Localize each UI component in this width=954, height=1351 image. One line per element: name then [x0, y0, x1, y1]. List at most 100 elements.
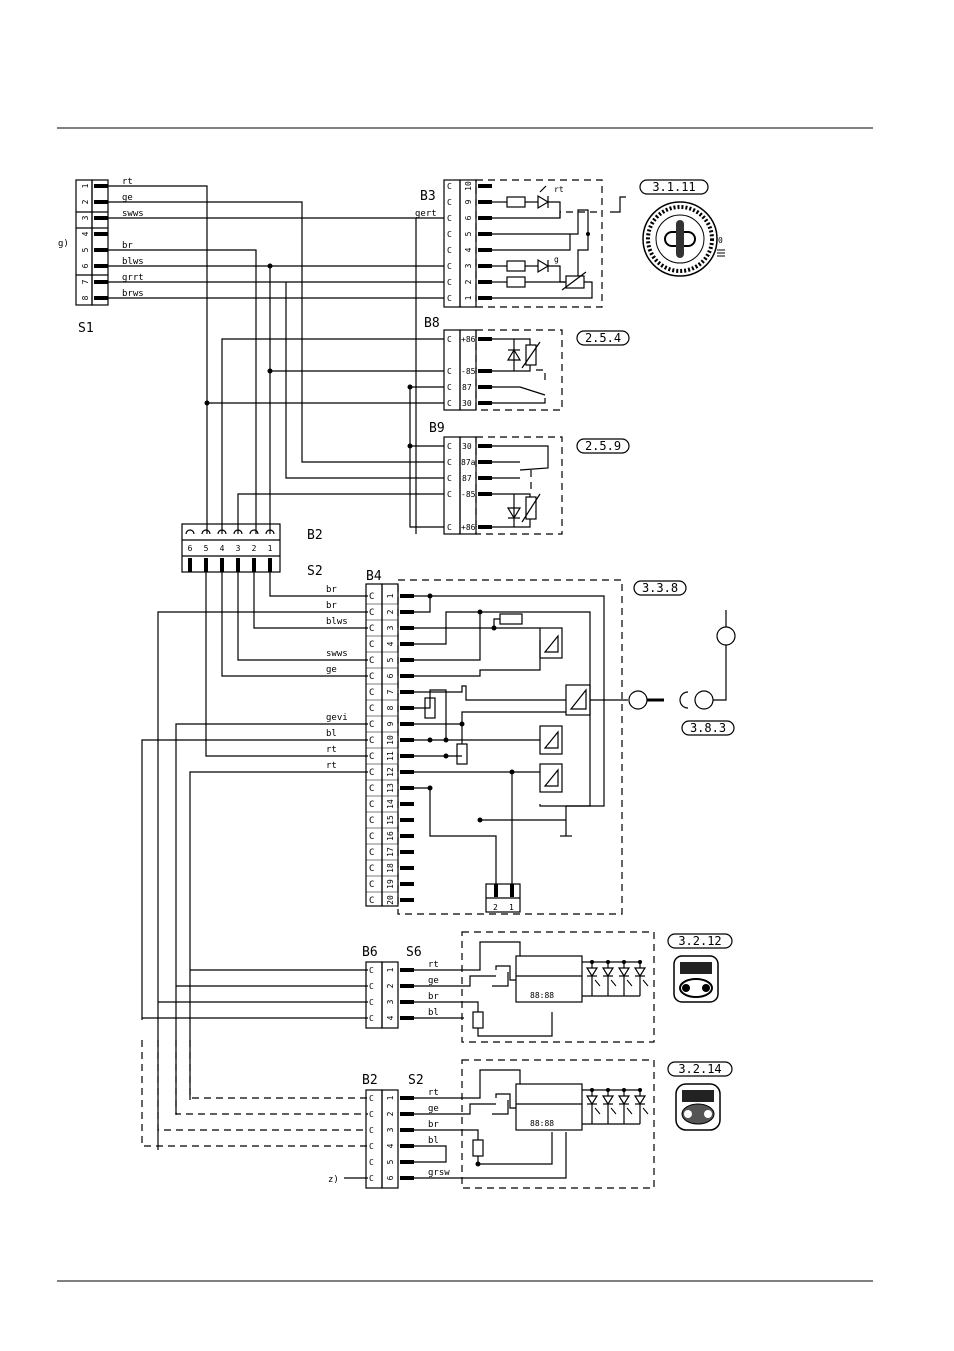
b4-socket: C: [369, 880, 374, 890]
svg-text:C: C: [447, 246, 452, 255]
b2-pin: 6: [188, 544, 193, 553]
b6-pin: 1: [386, 967, 395, 972]
display-readout-2: 88:88: [530, 1119, 554, 1128]
s1-pin: 4: [81, 231, 90, 236]
b2-pin: 4: [220, 544, 225, 553]
s1-label: S1: [78, 321, 94, 336]
b9-pin: 87: [462, 474, 472, 483]
b2-pin: 2: [252, 544, 257, 553]
led-rt-label: rt: [554, 185, 564, 194]
b4-pin: 16: [386, 831, 395, 841]
b6-pin: 3: [386, 999, 395, 1004]
b6-pin: 2: [386, 983, 395, 988]
s1-pin: 7: [81, 279, 90, 284]
b2b-wire-label: grsw: [428, 1168, 450, 1178]
b4-pin: 19: [386, 879, 395, 889]
b9-pin: 30: [462, 442, 472, 451]
b6-pin: 4: [386, 1015, 395, 1020]
svg-text:3.1.11: 3.1.11: [652, 180, 695, 194]
svg-text:C: C: [447, 458, 452, 467]
led-icon: [585, 960, 601, 996]
svg-text:C: C: [369, 1014, 374, 1023]
b6-wire-label: rt: [428, 960, 439, 970]
b8-label: B8: [424, 316, 440, 331]
ref-3-1-11: 3.1.11: [610, 179, 709, 213]
zero-label: 0: [718, 236, 723, 245]
b4-socket: C: [369, 896, 374, 906]
svg-text:C: C: [369, 1094, 374, 1103]
svg-text:C: C: [369, 1142, 374, 1151]
b4-pin: 7: [386, 689, 395, 694]
svg-text:C: C: [447, 367, 452, 376]
svg-text:C: C: [447, 442, 452, 451]
s1-pin: 1: [81, 183, 90, 188]
gert-label: gert: [415, 209, 437, 219]
led-icon: [633, 960, 649, 996]
wire-label: swws: [122, 209, 144, 219]
b6-wire-label: bl: [428, 1008, 439, 1018]
module-3-2-14: 88:88 3.2.14: [414, 1059, 733, 1189]
b2b-wire-label: rt: [428, 1088, 439, 1098]
s1-pin: 2: [81, 199, 90, 204]
b2b-wire-label: br: [428, 1120, 439, 1130]
b4-wire-label: br: [326, 601, 337, 611]
b2b-wire-label: ge: [428, 1104, 439, 1114]
s2-top-label: S2: [307, 564, 323, 579]
b2-top-label: B2: [307, 528, 323, 543]
b3-label: B3: [420, 189, 436, 204]
s2-bottom-label: S2: [408, 1073, 424, 1088]
control-unit-icon: [673, 955, 719, 1003]
led-icon: [601, 960, 617, 996]
ref-3-2-12: 3.2.12: [678, 934, 721, 948]
b3-pin: 9: [464, 199, 473, 204]
svg-text:C: C: [369, 982, 374, 991]
b4-wire-label: bl: [326, 729, 337, 739]
b6-wire-label: ge: [428, 976, 439, 986]
b4-socket: C: [369, 592, 374, 602]
svg-text:C: C: [369, 1126, 374, 1135]
b9-pin: +86: [461, 523, 476, 532]
b3-pin: 2: [464, 279, 473, 284]
led-icon: [601, 1088, 617, 1124]
ref-3-2-14: 3.2.14: [678, 1062, 721, 1076]
svg-text:1: 1: [509, 903, 514, 912]
b4-wire-label: blws: [326, 617, 348, 627]
b6-wire-label: br: [428, 992, 439, 1002]
led-g-label: g: [554, 255, 559, 264]
svg-text:C: C: [447, 474, 452, 483]
svg-text:C: C: [447, 523, 452, 532]
b3-pin: 5: [464, 231, 473, 236]
b3-pin: 4: [464, 247, 473, 252]
b2b-pin: 3: [386, 1127, 395, 1132]
svg-text:C: C: [369, 1158, 374, 1167]
b2b-pin: 2: [386, 1111, 395, 1116]
b4-socket: C: [369, 720, 374, 730]
b4-socket: C: [369, 816, 374, 826]
b9-pin: 87a: [461, 458, 476, 467]
rotary-switch-icon: 0: [642, 201, 725, 277]
b2b-wire-label: bl: [428, 1136, 439, 1146]
b4-pin: 18: [386, 863, 395, 873]
b4-socket: C: [369, 736, 374, 746]
svg-text:C: C: [447, 182, 452, 191]
led-icon: [633, 1088, 649, 1124]
b4-socket: C: [369, 704, 374, 714]
b4-pin: 10: [386, 735, 395, 745]
b4-socket: C: [369, 656, 374, 666]
led-icon: [617, 1088, 633, 1124]
b3-pin: 1: [464, 295, 473, 300]
b9-pin: -85: [461, 490, 476, 499]
svg-text:C: C: [369, 966, 374, 975]
b4-pin: 5: [386, 657, 395, 662]
b2-pin: 1: [268, 544, 273, 553]
b4-pin: 3: [386, 625, 395, 630]
b4-pin: 9: [386, 721, 395, 726]
b4-pin: 1: [386, 593, 395, 598]
b4-wire-label: br: [326, 585, 337, 595]
svg-text:C: C: [369, 998, 374, 1007]
b4-pin: 13: [386, 783, 395, 793]
b4-wire-label: rt: [326, 745, 337, 755]
